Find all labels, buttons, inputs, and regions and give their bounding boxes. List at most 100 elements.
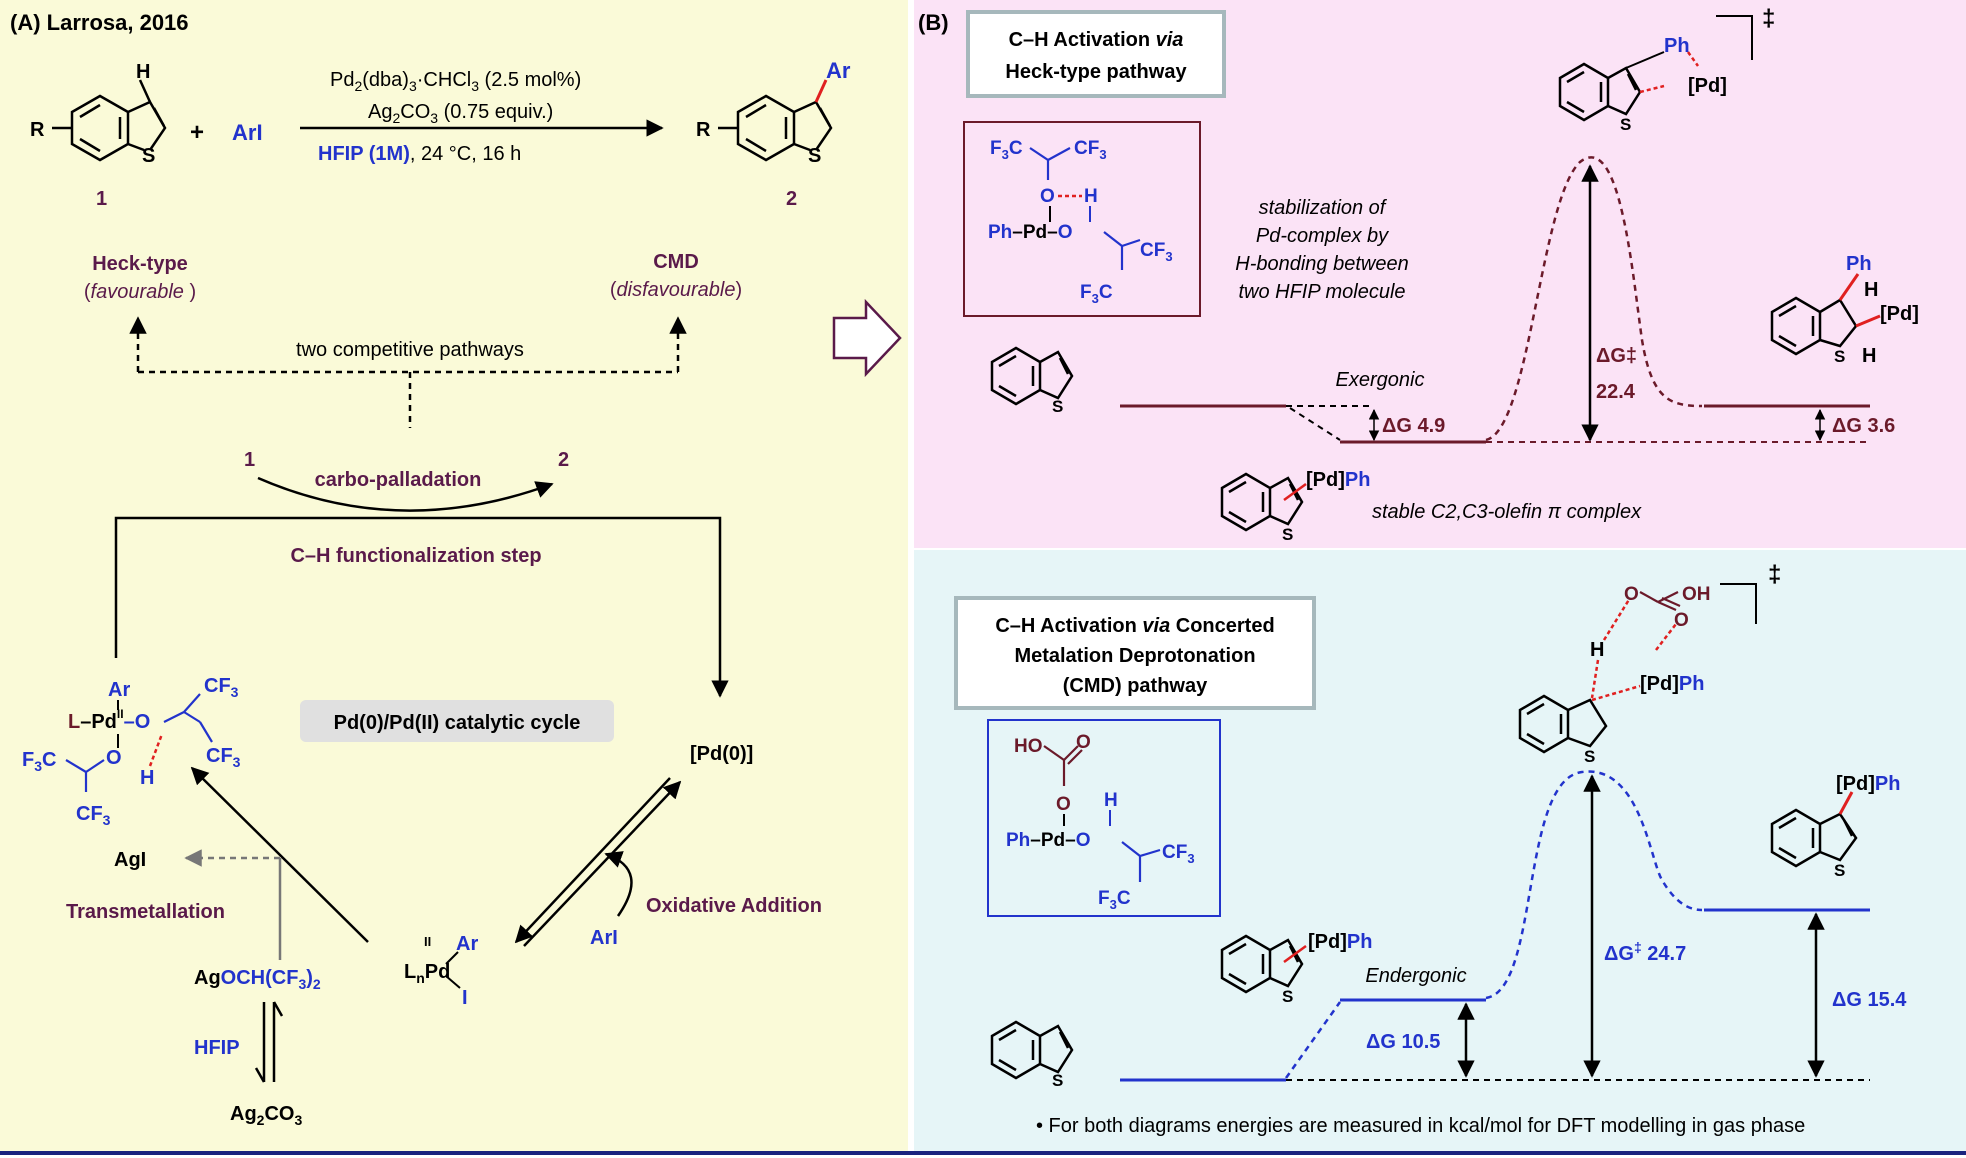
heck-product-ph-bond [1838, 273, 1860, 301]
competitive-dashes [129, 316, 687, 428]
ch-functionalization-step: C–H functionalization step [290, 545, 541, 567]
cmd-title-box [954, 596, 1316, 710]
lnpd-ox: II [424, 934, 431, 949]
cmd-int-red-bond [1283, 944, 1307, 964]
cmd-reactant-benzothiophene [990, 1020, 1074, 1080]
product-r: R [696, 119, 711, 141]
cmd-label: CMD [653, 251, 699, 273]
cmd-product-label: [Pd]Ph [1836, 773, 1900, 795]
heck-ts-bracket [1716, 15, 1753, 60]
pi-complex-red-bond [1283, 482, 1307, 502]
dg-ts-value: 22.4 [1596, 381, 1636, 403]
catalytic-cycle-badge [300, 700, 614, 742]
hfip-equilibrium-arrows [254, 1001, 284, 1083]
footnote: • For both diagrams energies are measure… [1036, 1115, 1805, 1137]
pi-complex-s: S [1282, 525, 1293, 544]
cmd-ts-benzothiophene [1518, 694, 1608, 754]
transmetallation-arrow [190, 766, 369, 943]
panel-transition-arrow [832, 298, 902, 378]
cmd-ts-o2: O [1674, 610, 1689, 631]
cmd-dg-left-label: ΔG 10.5 [1366, 1031, 1440, 1053]
heck-type-label: Heck-type [92, 253, 188, 275]
ari-curved-arrow [604, 851, 633, 917]
cmd-complex-o-top: O [1076, 732, 1091, 753]
stabilization-line-2: Pd-complex by [1256, 225, 1389, 247]
cmd-title-line2: Metalation Deprotonation [1014, 645, 1255, 667]
reagent-h: H [136, 61, 150, 83]
heck-title-box [966, 10, 1226, 98]
heck-reactant-s: S [1052, 397, 1063, 416]
cmd-complex-o-mid: O [1056, 794, 1071, 815]
reagent-r: R [30, 119, 45, 141]
heck-product-pd-bond [1855, 314, 1881, 328]
transmetallation-label: Transmetallation [66, 901, 225, 923]
compound-2-label: 2 [786, 188, 797, 210]
cmd-ts-curve [1485, 770, 1703, 1000]
dg-left-label: ΔG 4.9 [1382, 415, 1445, 437]
benzothiophene-product-2 [718, 94, 833, 162]
pi-complex-desc: stable C2,C3-olefin π complex [1372, 501, 1642, 523]
heck-product-s: S [1834, 347, 1845, 366]
cmd-complex-box [987, 719, 1221, 917]
complex-hfip-lower [65, 759, 105, 792]
cmd-product-pd-bond [1838, 791, 1854, 815]
cmd-ts-s: S [1584, 747, 1595, 766]
product-s: S [808, 145, 821, 167]
stabilization-line-4: two HFIP molecule [1238, 281, 1405, 303]
heck-ts-pd: [Pd] [1688, 75, 1727, 97]
complex-o-lower: O [106, 747, 122, 769]
lnpd-ar: Ar [456, 933, 478, 955]
heck-complex-f3c: F3C [990, 138, 1023, 162]
plus-sign: + [190, 119, 204, 146]
benzothiophene-1 [52, 79, 167, 162]
competitive-pathways: two competitive pathways [296, 339, 524, 361]
cmd-ts-pd-bond [1591, 684, 1641, 702]
heck-complex-h: H [1084, 186, 1098, 207]
cmd-ts-oh: OH [1682, 584, 1711, 605]
heck-complex-o1: O [1040, 186, 1055, 207]
carbopalladation-arrow [257, 476, 554, 512]
panel-b-label: (B) [918, 10, 949, 35]
heck-ts-s: S [1620, 115, 1631, 134]
cmd-dg-ts-label: ΔG‡ 24.7 [1604, 939, 1686, 965]
heck-product-structure [1770, 296, 1858, 356]
cmd-sub: (disfavourable) [610, 279, 742, 301]
oxidative-addition-label: Oxidative Addition [646, 895, 822, 917]
exergonic-label: Exergonic [1336, 369, 1425, 391]
cmd-dg-right-label: ΔG 15.4 [1832, 989, 1907, 1011]
cmd-title-line1: C–H Activation via Concerted [995, 615, 1274, 637]
heck-ts-ph-bond [1625, 51, 1665, 69]
dg-ts-label: ΔG‡ [1596, 345, 1637, 367]
cmd-title-line3: (CMD) pathway [1063, 675, 1208, 697]
complex-oh-hbond [148, 733, 164, 767]
heck-ts-dagger: ‡ [1762, 5, 1775, 32]
complex-pd-line: L–PdII–O [68, 707, 150, 733]
catalytic-cycle-label: Pd(0)/Pd(II) catalytic cycle [334, 712, 581, 734]
cmd-complex-h: H [1104, 790, 1118, 811]
product-ar: Ar [826, 58, 851, 83]
cmd-complex-hfip [1121, 841, 1161, 882]
cmd-product-s: S [1834, 861, 1845, 880]
cmd-complex-carbonate-bonds [1043, 745, 1083, 786]
condition-catalyst: Pd2(dba)3·CHCl3 (2.5 mol%) [330, 69, 581, 94]
heck-complex-box [963, 121, 1201, 317]
cmd-ts-label: [Pd]Ph [1640, 673, 1704, 695]
cmd-ts-o-pd-bond [1655, 623, 1677, 651]
heck-ts-ph: Ph [1664, 35, 1690, 57]
heck-ts-cycle-bond [1686, 51, 1700, 67]
complex-ar: Ar [108, 679, 130, 701]
complex-h: H [140, 767, 154, 789]
ag2co3-label: Ag2CO3 [230, 1103, 302, 1128]
lnpd-complex: LnPd [404, 961, 450, 986]
lnpd-bond-ar [445, 951, 459, 965]
cmd-reactant-s: S [1052, 1071, 1063, 1090]
endergonic-label: Endergonic [1365, 965, 1466, 987]
cmd-ts-o1: O [1624, 584, 1639, 605]
heck-complex-bonds [1029, 147, 1141, 270]
reagent-s: S [142, 145, 155, 167]
agi-label: AgI [114, 849, 146, 871]
product-ar-bond [814, 79, 828, 103]
heck-reactant-benzothiophene [990, 346, 1074, 406]
oxidative-addition-arrows [514, 777, 682, 947]
